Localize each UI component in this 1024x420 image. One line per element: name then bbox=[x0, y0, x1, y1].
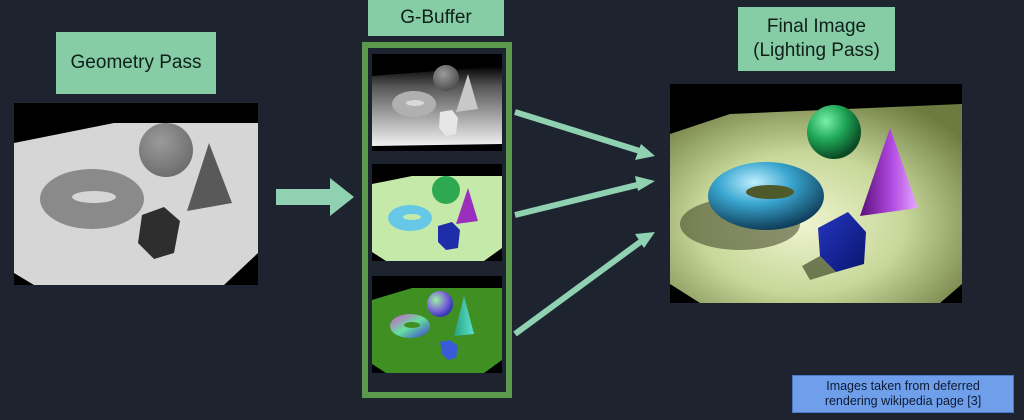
source-note: Images taken from deferred rendering wik… bbox=[792, 375, 1014, 413]
gbuffer-depth-image bbox=[372, 54, 502, 151]
arrowhead-normals bbox=[635, 232, 655, 248]
gbuffer-to-final-arrows bbox=[513, 109, 655, 337]
arrow-diffuse bbox=[514, 181, 642, 218]
final-image bbox=[670, 84, 962, 303]
final-image-line1: Final Image bbox=[766, 16, 867, 37]
gbuffer-label: G-Buffer bbox=[368, 0, 504, 36]
gbuffer-normals-image bbox=[372, 276, 502, 373]
source-note-line1: Images taken from deferred bbox=[826, 379, 980, 393]
arrow-depth bbox=[514, 109, 644, 155]
geometry-pass-label: Geometry Pass bbox=[56, 32, 216, 94]
final-image-label: Final Image (Lighting Pass) bbox=[738, 7, 895, 71]
source-note-line2: rendering wikipedia page [3] bbox=[824, 394, 982, 408]
gbuffer-frame bbox=[362, 42, 512, 398]
arrow-normals bbox=[513, 237, 645, 337]
gbuffer-text: G-Buffer bbox=[400, 7, 472, 28]
arrowhead-depth bbox=[635, 144, 655, 160]
gbuffer-diffuse-image bbox=[372, 164, 502, 261]
geometry-pass-text: Geometry Pass bbox=[70, 52, 202, 73]
final-image-line2: (Lighting Pass) bbox=[753, 40, 880, 61]
arrowhead-diffuse bbox=[635, 176, 655, 191]
main-arrow bbox=[276, 178, 354, 216]
geometry-pass-image bbox=[14, 103, 258, 285]
